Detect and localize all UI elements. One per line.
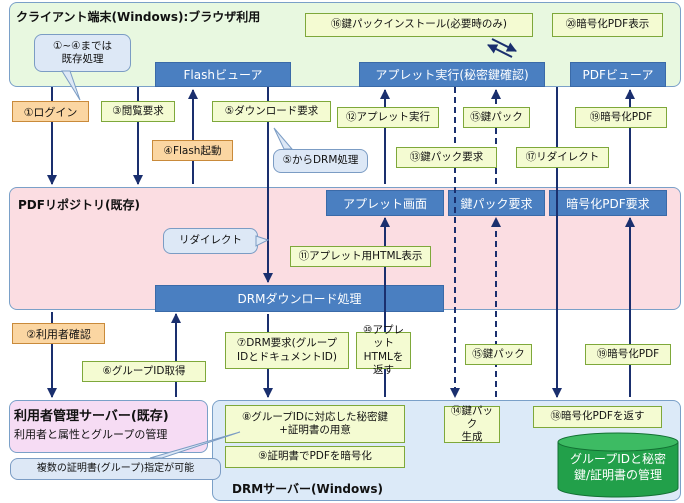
step-8-line-1: ⑧グループIDに対応した秘密鍵: [242, 410, 388, 423]
applet-screen-box: アプレット画面: [326, 190, 444, 216]
step-7-line-2: IDとドキュメントID): [237, 350, 337, 363]
step-7-drm-request: ⑦DRM要求(グループ IDとドキュメントID): [225, 332, 349, 369]
database-line-1: グループIDと秘密: [569, 452, 667, 466]
step-19-encrypted-pdf-upper: ⑲暗号化PDF: [575, 107, 667, 128]
user-server-title: 利用者管理サーバー(既存): [14, 409, 169, 424]
step-17-redirect: ⑰リダイレクト: [516, 147, 609, 168]
database-icon: [557, 432, 679, 498]
step-8-line-2: +証明書の用意: [279, 424, 351, 436]
step-10-line-2: HTMLを返す: [363, 350, 404, 376]
pdf-viewer-box: PDFビューア: [570, 62, 666, 87]
step-13-key-pack-request: ⑬鍵パック要求: [396, 147, 497, 168]
step-7-line-1: ⑦DRM要求(グループ: [236, 337, 338, 350]
step-8-prepare-key-cert: ⑧グループIDに対応した秘密鍵 +証明書の用意: [225, 405, 405, 443]
step-4-flash-launch: ④Flash起動: [152, 140, 233, 161]
step-19-encrypted-pdf-lower: ⑲暗号化PDF: [585, 344, 671, 365]
user-server-subtitle: 利用者と属性とグループの管理: [14, 428, 168, 441]
step-10-return-applet-html: ⑩アプレット HTMLを返す: [356, 324, 411, 376]
step-12-applet-exec: ⑫アプレット実行: [337, 107, 439, 128]
callout-existing-line-1: ①~④までは: [52, 39, 113, 52]
user-server-band: [9, 400, 208, 453]
callout-multiple-certs: 複数の証明書(グループ)指定が可能: [10, 458, 221, 480]
step-3-view-request: ③閲覧要求: [101, 101, 175, 122]
step-9-encrypt-pdf: ⑨証明書でPDFを暗号化: [225, 446, 405, 468]
step-2-user-check: ②利用者確認: [12, 323, 105, 344]
flash-viewer-box: Flashビューア: [155, 62, 291, 87]
step-18-return-encrypted-pdf: ⑱暗号化PDFを返す: [533, 406, 662, 428]
key-pack-request-box: 鍵パック要求: [448, 190, 545, 216]
step-14-key-pack-generate: ⑭鍵パック 生成: [444, 404, 500, 444]
step-16-key-pack-install: ⑯鍵パックインストール(必要時のみ): [305, 13, 533, 37]
step-10-line-1: ⑩アプレット: [363, 324, 404, 350]
encrypted-pdf-request-box: 暗号化PDF要求: [549, 190, 667, 216]
step-5-download-request: ⑤ダウンロード要求: [212, 101, 331, 122]
step-11-applet-html-display: ⑪アプレット用HTML表示: [290, 246, 431, 267]
repository-title: PDFリポジトリ(既存): [18, 198, 140, 212]
step-20-encrypted-pdf-display: ⑳暗号化PDF表示: [552, 13, 663, 37]
step-15-key-pack-upper: ⑮鍵パック: [463, 107, 530, 128]
drm-server-title: DRMサーバー(Windows): [232, 482, 383, 496]
step-15-key-pack-lower: ⑮鍵パック: [465, 344, 532, 365]
callout-redirect: リダイレクト: [163, 228, 258, 254]
step-14-line-1: ⑭鍵パック: [451, 404, 493, 430]
applet-exec-box: アプレット実行(秘密鍵確認): [359, 62, 545, 87]
client-title: クライアント端末(Windows):ブラウザ利用: [16, 10, 261, 24]
callout-from-5-drm: ⑤からDRM処理: [273, 149, 368, 173]
step-6-get-group-id: ⑥グループID取得: [82, 361, 206, 382]
step-1-login: ①ログイン: [12, 101, 89, 122]
callout-existing-process: ①~④までは 既存処理: [34, 34, 131, 72]
drm-download-box: DRMダウンロード処理: [155, 285, 444, 312]
database-label: グループIDと秘密 鍵/証明書の管理: [556, 452, 680, 483]
callout-existing-line-2: 既存処理: [61, 53, 104, 65]
step-14-line-2: 生成: [461, 431, 483, 444]
database-line-2: 鍵/証明書の管理: [573, 467, 663, 482]
